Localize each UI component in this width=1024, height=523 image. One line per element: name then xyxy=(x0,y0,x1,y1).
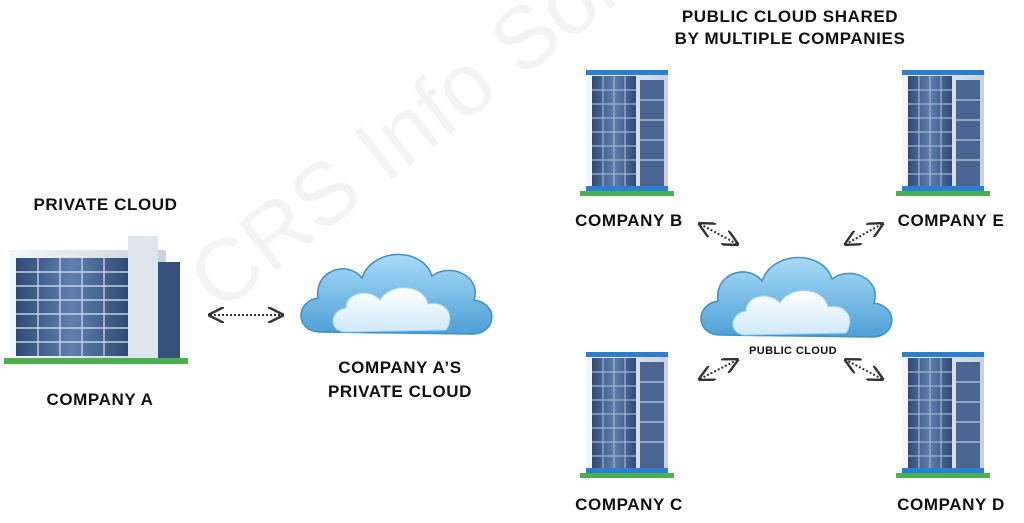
public-cloud-icon xyxy=(700,256,893,338)
public-cloud-heading-line2: BY MULTIPLE COMPANIES xyxy=(674,29,906,48)
link-arrow-company-e xyxy=(846,224,882,244)
company-a-building xyxy=(4,236,188,364)
public-cloud-label: PUBLIC CLOUD xyxy=(749,345,837,357)
private-cloud-icon xyxy=(300,253,493,335)
company-d-label: COMPANY D xyxy=(897,495,1005,514)
company-c-building xyxy=(579,351,675,479)
company-a-label: COMPANY A xyxy=(46,390,154,409)
private-cloud-label-line2: PRIVATE CLOUD xyxy=(327,382,473,401)
company-b-label: COMPANY B xyxy=(575,211,683,230)
link-arrow-company-d xyxy=(846,360,882,379)
private-cloud-label-line1: COMPANY A’S xyxy=(338,358,462,377)
company-b-building xyxy=(579,69,675,197)
public-cloud-heading-line1: PUBLIC CLOUD SHARED xyxy=(681,7,899,26)
link-arrow-company-b xyxy=(700,224,737,244)
company-c-label: COMPANY C xyxy=(575,495,683,514)
company-e-label: COMPANY E xyxy=(897,211,1005,230)
link-arrow-company-c xyxy=(700,360,737,379)
company-d-building xyxy=(895,351,991,479)
private-cloud-heading: PRIVATE CLOUD xyxy=(33,195,178,214)
company-e-building xyxy=(895,69,991,197)
